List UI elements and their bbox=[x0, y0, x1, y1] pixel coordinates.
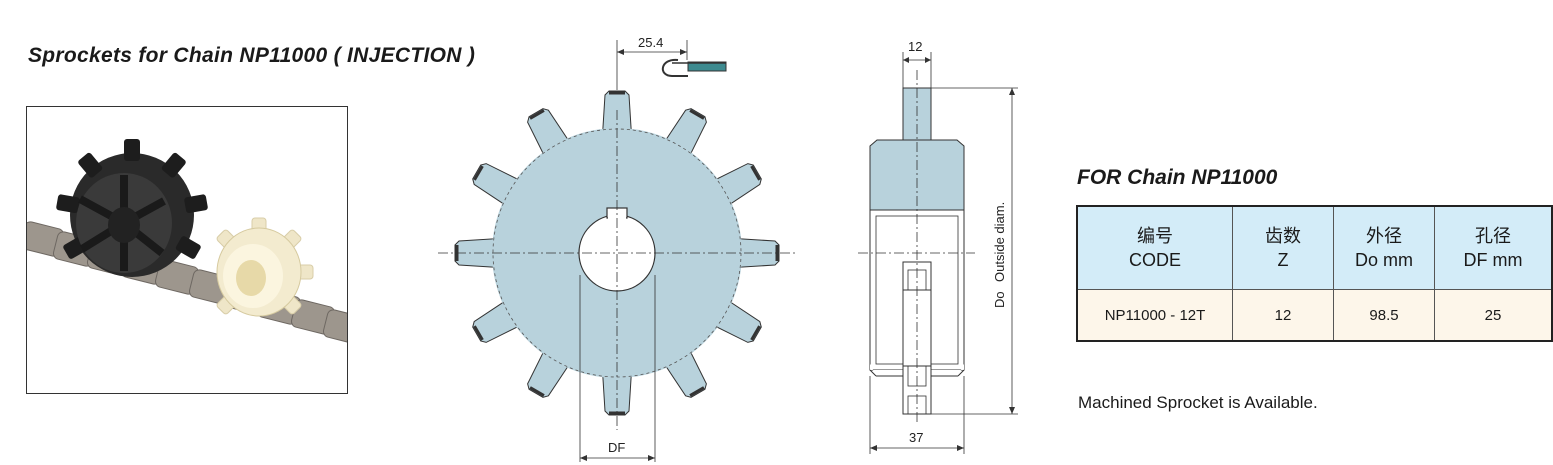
black-sprocket bbox=[56, 139, 208, 277]
cell-bore-diameter: 25 bbox=[1434, 289, 1553, 342]
sprocket-front-view: 25.4 DF bbox=[438, 35, 795, 462]
chain-link-icon bbox=[662, 58, 727, 77]
total-width-dimension: 37 bbox=[909, 430, 923, 445]
product-photo bbox=[26, 106, 348, 394]
cell-outside-diameter: 98.5 bbox=[1333, 289, 1435, 342]
bore-dimension: DF bbox=[608, 440, 625, 455]
sprocket-tooth-tip bbox=[689, 109, 705, 120]
cream-sprocket bbox=[216, 217, 314, 317]
cell-teeth: 12 bbox=[1232, 289, 1334, 342]
sprocket-tooth-tip bbox=[750, 325, 761, 341]
hub-width-dimension: 12 bbox=[908, 39, 922, 54]
sprocket-tooth-tip bbox=[529, 386, 545, 397]
sprocket-tooth-tip bbox=[529, 109, 545, 120]
outside-diameter-symbol: Do bbox=[992, 291, 1007, 308]
sprocket-tooth-tip bbox=[473, 325, 484, 341]
sprocket-tooth-tip bbox=[689, 386, 705, 397]
pitch-dimension: 25.4 bbox=[638, 35, 663, 50]
availability-note: Machined Sprocket is Available. bbox=[1078, 393, 1318, 412]
outside-diameter-label: Outside diam. bbox=[992, 202, 1007, 282]
table-title: FOR Chain NP11000 bbox=[1077, 166, 1278, 189]
sprocket-tooth-tip bbox=[473, 165, 484, 181]
page-title: Sprockets for Chain NP11000 ( INJECTION … bbox=[28, 44, 476, 67]
table-row: NP11000 - 12T 12 98.5 25 bbox=[1076, 289, 1553, 342]
sprocket-side-view: 12 37 Do Outside diam. bbox=[858, 39, 1018, 454]
sprocket-tooth-tip bbox=[750, 165, 761, 181]
cell-code: NP11000 - 12T bbox=[1076, 289, 1233, 342]
